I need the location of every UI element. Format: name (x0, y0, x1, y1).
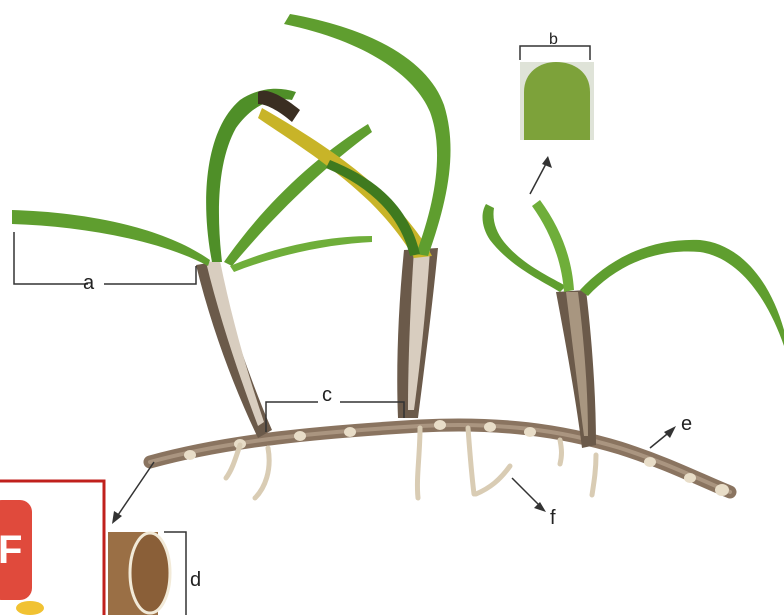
label-b: b (549, 30, 558, 50)
label-f: f (550, 508, 556, 528)
app-badge-letter: F (0, 540, 22, 560)
shoot-3-leaf-right (580, 240, 784, 346)
inset-b-leaf-tip (524, 62, 590, 140)
shoot-3-leaf-left (483, 204, 566, 292)
arrow-e-head (664, 426, 676, 438)
label-d: d (190, 570, 201, 590)
shoot-1-sheath (206, 261, 264, 426)
arrow-d-line (116, 462, 154, 518)
label-c: c (322, 385, 332, 405)
arrow-f-head (534, 502, 546, 512)
inset-d-cut-face (130, 533, 170, 613)
arrow-f-line (512, 478, 542, 508)
shoot-1-leaf-left (12, 210, 210, 266)
arrow-b-head (542, 156, 552, 168)
label-e: e (681, 414, 692, 434)
label-a: a (83, 273, 94, 293)
arrow-d-head (112, 511, 122, 524)
app-badge-ring (16, 601, 44, 615)
